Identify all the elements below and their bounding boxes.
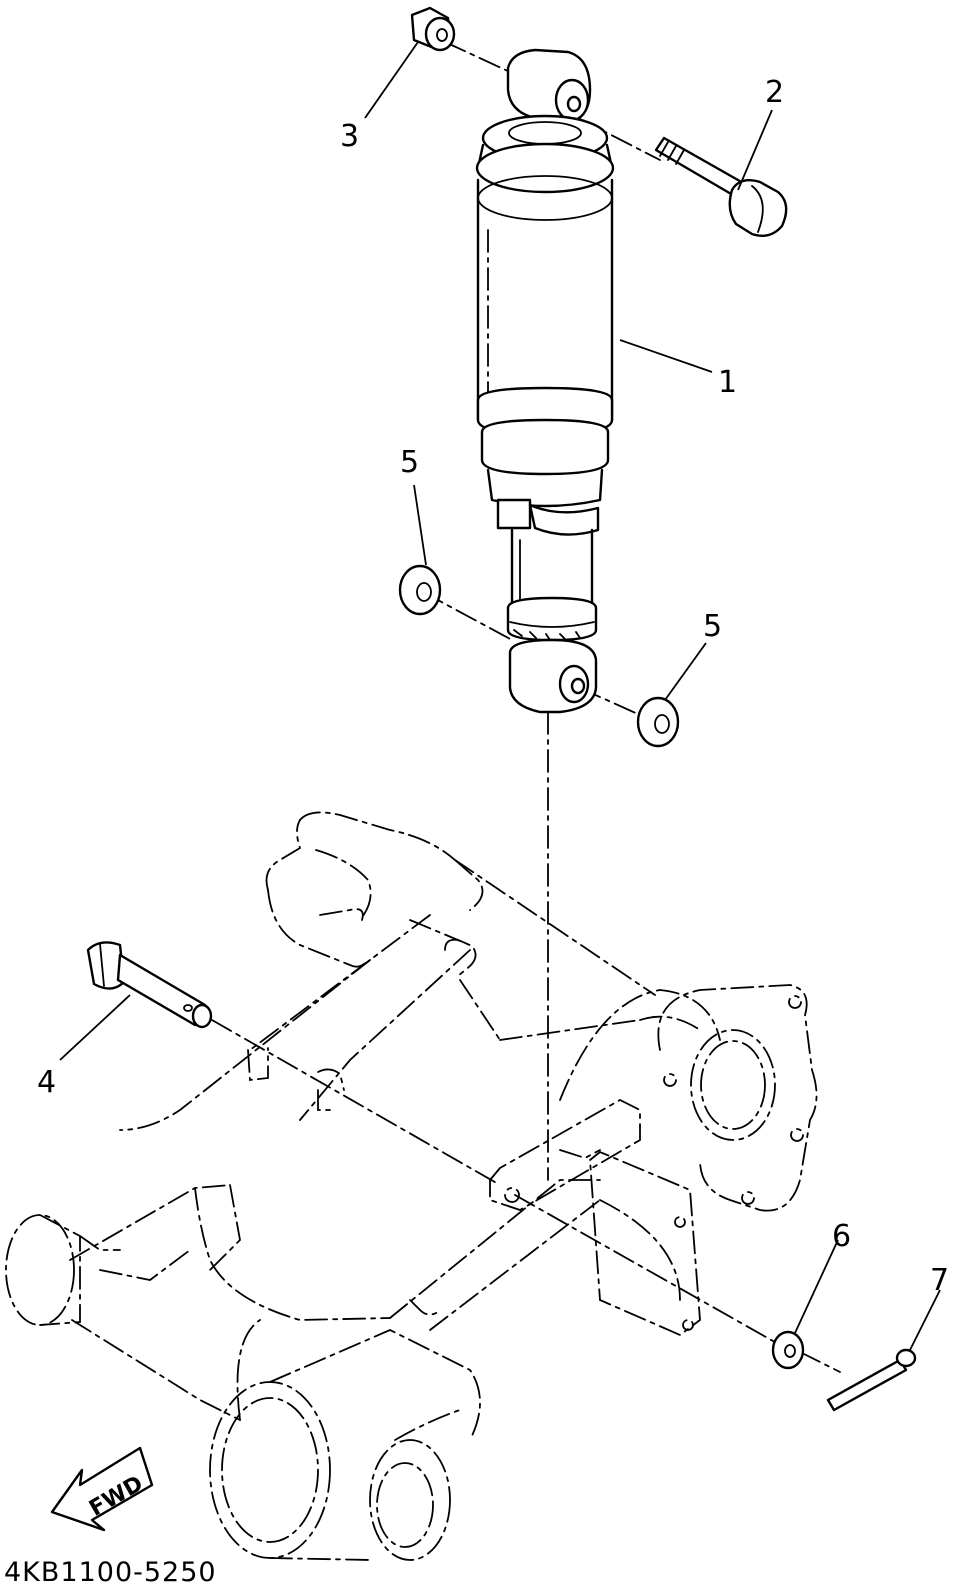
leader-7 bbox=[909, 1289, 941, 1351]
leader-lines bbox=[59, 41, 941, 1351]
callout-5-upper: 5 bbox=[400, 445, 419, 480]
callout-2: 2 bbox=[765, 75, 784, 110]
leader-6 bbox=[794, 1239, 839, 1334]
washer-lower bbox=[636, 696, 680, 748]
leader-4 bbox=[59, 994, 131, 1061]
forward-direction-arrow: FWD bbox=[50, 1446, 154, 1532]
cotter-pin bbox=[826, 1348, 917, 1412]
shock-absorber bbox=[475, 48, 615, 714]
alignment-lines bbox=[211, 41, 841, 1373]
swingarm-outline bbox=[5, 811, 818, 1561]
callout-1: 1 bbox=[718, 365, 737, 400]
upper-mount-nut bbox=[410, 6, 456, 52]
callout-7: 7 bbox=[930, 1263, 949, 1298]
callouts: 1 2 3 4 5 5 6 7 bbox=[37, 75, 949, 1298]
leader-3 bbox=[364, 41, 419, 119]
washer-upper bbox=[398, 564, 442, 616]
leader-5b bbox=[664, 642, 707, 701]
callout-5-lower: 5 bbox=[703, 609, 722, 644]
fwd-arrow-icon bbox=[50, 1446, 154, 1532]
leader-5a bbox=[413, 484, 427, 566]
diagram-code: 4KB1100-5250 bbox=[4, 1557, 217, 1588]
callout-4: 4 bbox=[37, 1065, 56, 1100]
pivot-bolt bbox=[86, 941, 213, 1029]
washer-axle bbox=[771, 1330, 805, 1370]
leader-2 bbox=[737, 109, 773, 191]
callout-6: 6 bbox=[832, 1219, 851, 1254]
callout-3: 3 bbox=[340, 119, 359, 154]
leader-1 bbox=[619, 339, 713, 373]
upper-mount-bolt bbox=[654, 136, 788, 237]
